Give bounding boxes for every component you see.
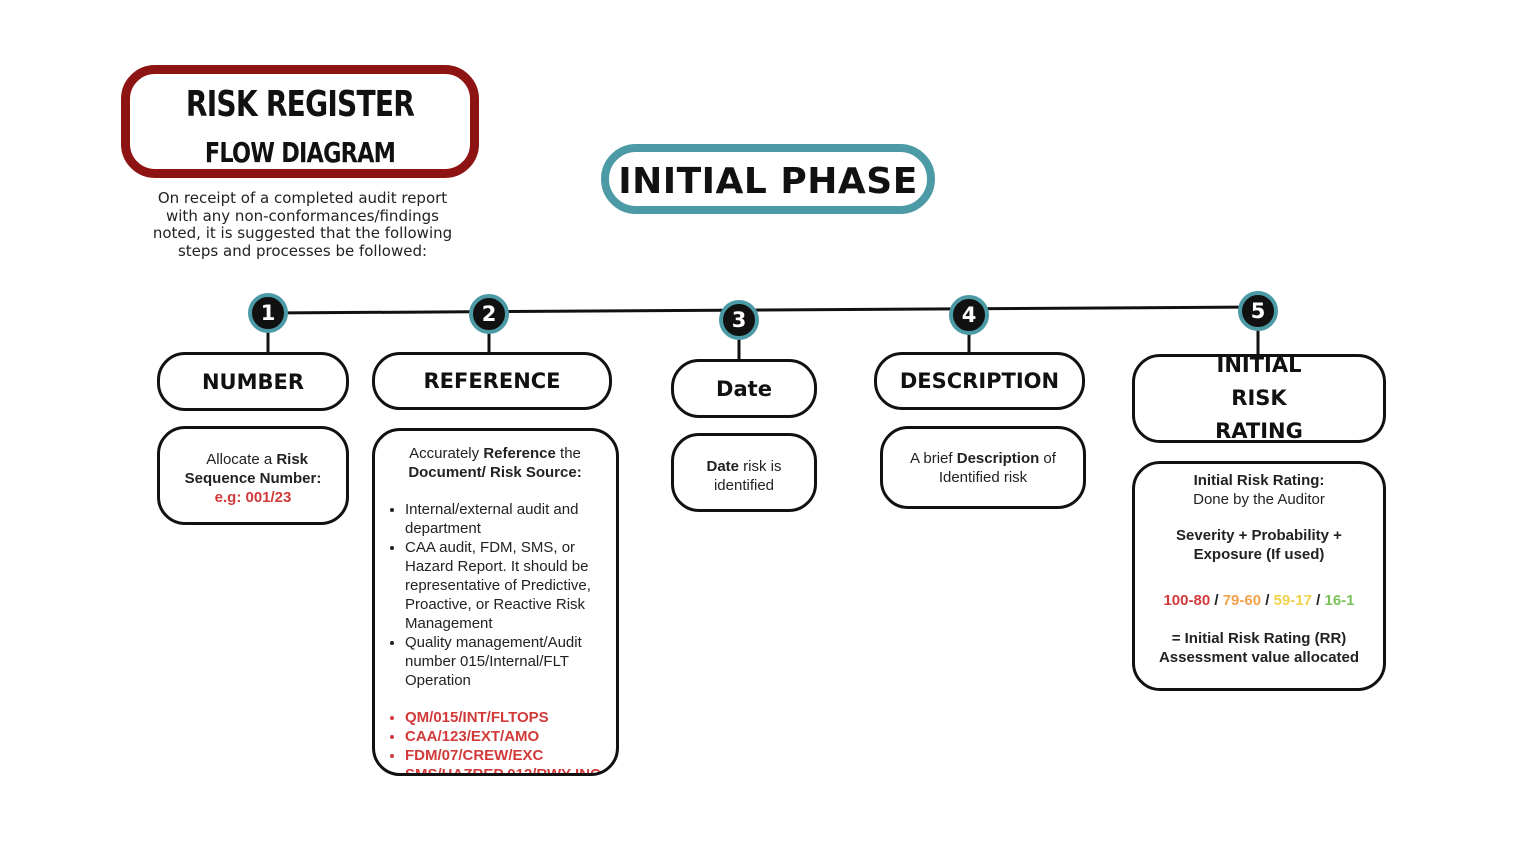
number-card-line-1: Allocate a Risk (206, 451, 309, 468)
range-medium: 79-60 (1222, 592, 1262, 609)
number-card: Allocate a Risk Sequence Number: e.g: 00… (157, 426, 349, 525)
step-label-description: DESCRIPTION (874, 352, 1085, 410)
reference-example: CAA/123/EXT/AMO (405, 727, 616, 746)
step-label-initial-risk-rating: INITIAL RISK RATING (1132, 353, 1386, 443)
rating-card-sub: Done by the Auditor (1193, 491, 1325, 508)
title-box: RISK REGISTER FLOW DIAGRAM (121, 65, 479, 178)
title-line-1: RISK REGISTER (185, 84, 415, 125)
rating-card: Initial Risk Rating: Done by the Auditor… (1132, 461, 1386, 691)
date-card: Date risk is identified (671, 433, 817, 512)
description-card-line-1: A brief Description of (910, 450, 1056, 467)
phase-box: INITIAL PHASE (601, 144, 935, 214)
reference-bullet: CAA audit, FDM, SMS, or Hazard Report. I… (405, 538, 603, 633)
step-label-number: NUMBER (157, 352, 349, 411)
range-low: 59-17 (1273, 592, 1312, 609)
rating-card-result: = Initial Risk Rating (RR) Assessment va… (1158, 630, 1360, 666)
rating-card-heading: Initial Risk Rating: (1193, 472, 1325, 489)
reference-card-intro: Accurately Reference the Document/ Risk … (408, 445, 582, 481)
range-high: 100-80 (1163, 592, 1211, 609)
step-1-circle: 1 (248, 293, 288, 333)
step-2-circle: 2 (469, 294, 509, 334)
number-card-example: e.g: 001/23 (214, 489, 292, 506)
range-minimal: 16-1 (1324, 592, 1355, 609)
step-5-circle: 5 (1238, 291, 1278, 331)
step-3-circle: 3 (719, 300, 759, 340)
reference-example: QM/015/INT/FLTOPS (405, 708, 616, 727)
reference-example: FDM/07/CREW/EXC (405, 746, 616, 765)
rating-card-formula: Severity + Probability + Exposure (If us… (1176, 527, 1342, 563)
description-card: A brief Description of Identified risk (880, 426, 1086, 509)
range-separator: / (1311, 592, 1325, 609)
phase-title: INITIAL PHASE (618, 161, 918, 202)
reference-example: SMS/HAZREP 012/RWY INC (405, 765, 616, 773)
step-4-circle: 4 (949, 295, 989, 335)
title-line-2: FLOW DIAGRAM (204, 136, 396, 169)
date-card-line-1: Date risk is (706, 458, 782, 475)
description-card-line-2: Identified risk (938, 469, 1028, 486)
rating-card-ranges: 100-80 / 79-60 / 59-17 / 16-1 (1147, 591, 1371, 610)
intro-text: On receipt of a completed audit report w… (152, 189, 453, 260)
reference-bullet: Quality management/Audit number 015/Inte… (405, 633, 603, 690)
date-card-line-2: identified (713, 477, 775, 494)
reference-bullet: Internal/external audit and department (405, 500, 603, 538)
step-label-reference: REFERENCE (372, 352, 612, 410)
step-label-date: Date (671, 359, 817, 418)
reference-example-list: QM/015/INT/FLTOPS CAA/123/EXT/AMO FDM/07… (389, 708, 616, 773)
reference-card: Accurately Reference the Document/ Risk … (372, 428, 619, 776)
range-separator: / (1210, 592, 1223, 609)
number-card-line-2: Sequence Number: (184, 470, 322, 487)
range-separator: / (1261, 592, 1274, 609)
reference-bullet-list: Internal/external audit and department C… (389, 500, 603, 690)
